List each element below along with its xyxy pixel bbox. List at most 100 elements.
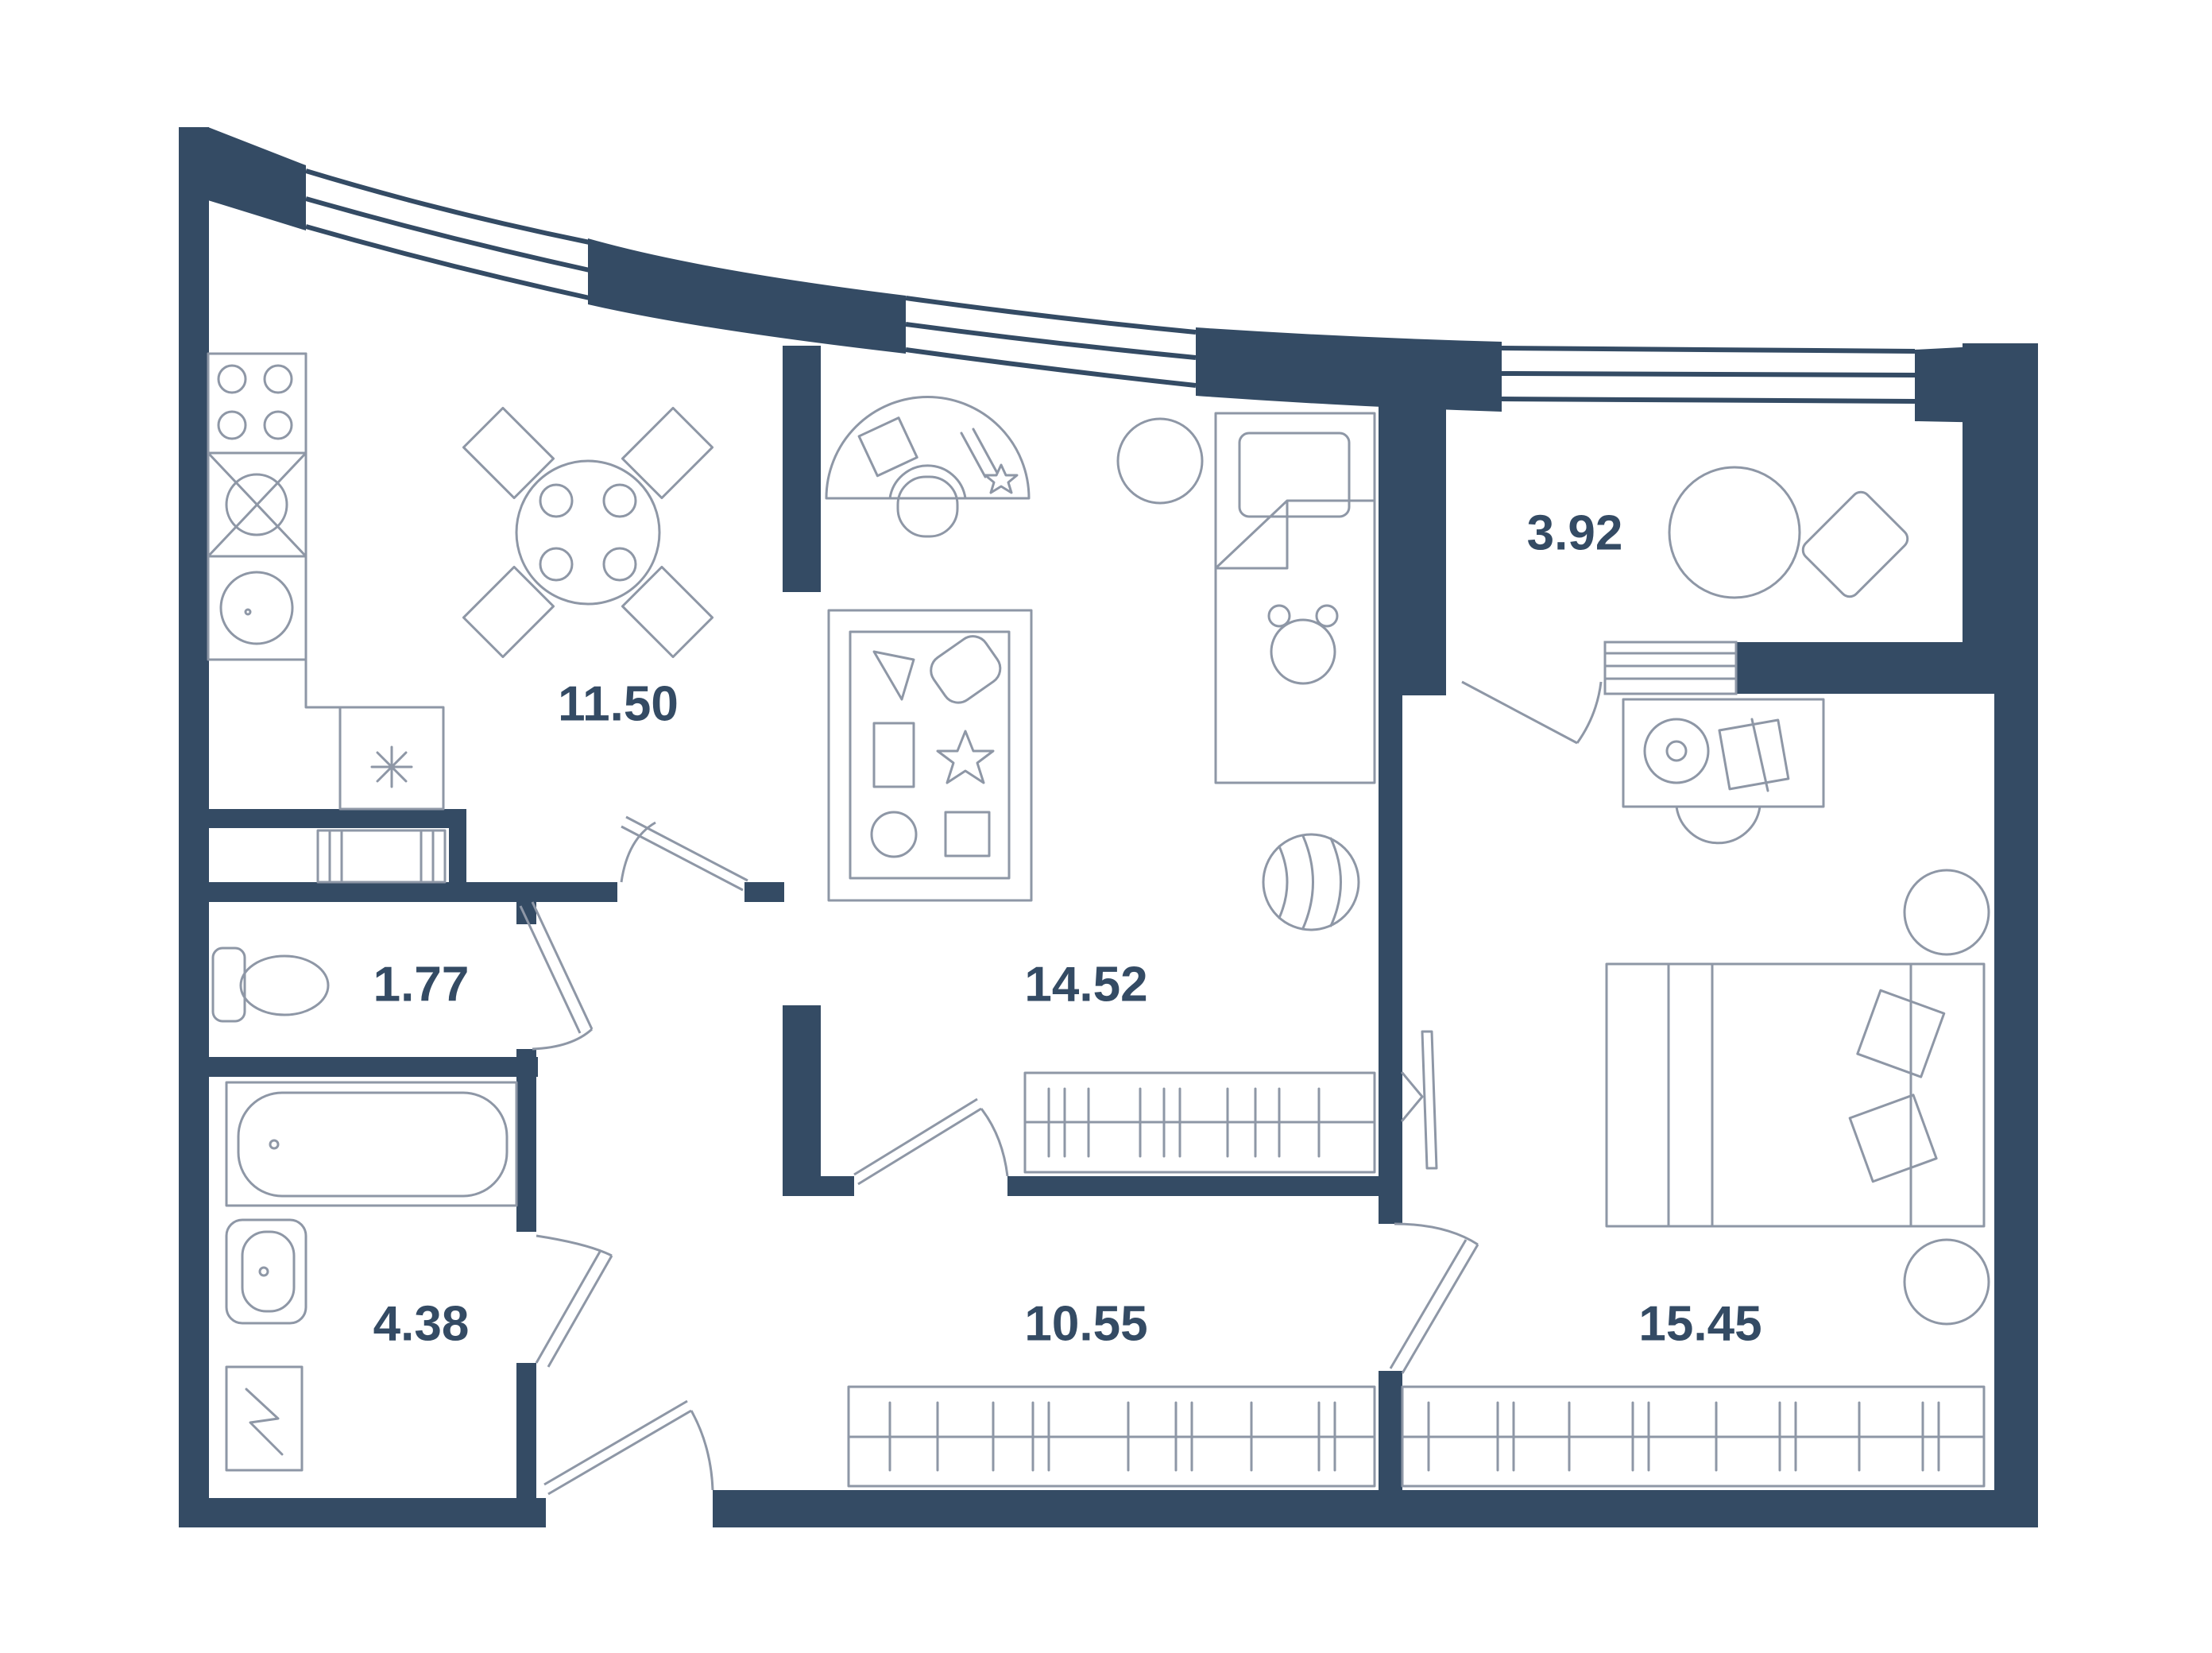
- kids-desk: [825, 396, 1031, 538]
- teddy-bear-ear-left: [1267, 604, 1291, 628]
- play-mat-inner: [849, 630, 1011, 880]
- area-label-balcony: 3.92: [1527, 505, 1623, 560]
- chair-3: [462, 565, 555, 659]
- walls: [179, 127, 2038, 1527]
- radiator-lines: [328, 829, 435, 884]
- area-label-kitchen: 11.50: [558, 676, 679, 731]
- door-bathroom-swing: [536, 1234, 613, 1257]
- washing-machine: [225, 1365, 304, 1472]
- wall-kids-bedroom-lower: [1379, 1371, 1402, 1526]
- door-kids-swing: [980, 1108, 1009, 1177]
- outer-left-wall: [179, 127, 209, 1527]
- rect-icon: [872, 722, 915, 788]
- kids-desk-inner: [888, 464, 967, 500]
- toilet: [211, 947, 330, 1023]
- door-balcony-frame: [1603, 641, 1738, 695]
- toilet-tank: [211, 947, 246, 1023]
- sink-drain: [244, 608, 252, 616]
- outer-bottom-wall-right: [713, 1490, 2038, 1527]
- door-balcony: [1461, 641, 1738, 745]
- wall-kids-bottom-right: [1007, 1176, 1397, 1196]
- door-kids: [853, 1097, 1009, 1186]
- bedroom-tv: [1401, 1030, 1438, 1170]
- washbasin-inner: [241, 1230, 296, 1313]
- bedroom-pouf-top: [1903, 869, 1990, 956]
- window-kids: [905, 296, 1197, 388]
- door-entrance-swing: [690, 1410, 714, 1491]
- oven-circle: [225, 473, 288, 536]
- door-kitchen: [620, 815, 748, 892]
- kids-bed-pillow: [1238, 432, 1351, 518]
- burner-1-icon: [217, 364, 247, 394]
- window-balcony: [1501, 346, 1916, 404]
- wall-balcony-right: [1963, 343, 2038, 693]
- kids-bed: [1214, 412, 1376, 784]
- windows: [305, 168, 1916, 404]
- washbasin: [225, 1218, 307, 1325]
- desk-paper-1: [1718, 718, 1790, 791]
- window-balcony-pane-1: [1501, 346, 1916, 354]
- window-kids-pane-3: [905, 347, 1197, 388]
- kids-desk-semicircle: [825, 396, 1031, 500]
- kids-play-mat: [827, 609, 1033, 902]
- play-mat-outer: [827, 609, 1033, 902]
- balcony-table: [1668, 466, 1801, 599]
- dining-table-top: [515, 459, 661, 606]
- doors: [519, 641, 1738, 1496]
- door-bathroom: [535, 1234, 613, 1368]
- tv-screen: [1421, 1030, 1438, 1170]
- area-label-toilet: 1.77: [373, 957, 470, 1012]
- bed-pillow-1: [1856, 989, 1946, 1078]
- bathtub-drain: [269, 1139, 280, 1150]
- ball-stripes: [1278, 834, 1342, 930]
- window-kitchen: [305, 168, 590, 300]
- wall-kitchen-kids: [783, 346, 821, 592]
- toilet-bowl: [239, 954, 330, 1016]
- chair-2: [621, 406, 714, 500]
- door-toilet-leaf: [519, 901, 594, 1034]
- area-label-bathroom: 4.38: [373, 1296, 470, 1351]
- teddy-bear-ear-right: [1315, 604, 1339, 628]
- door-bathroom-leaf: [535, 1251, 613, 1368]
- desk-stylus: [1750, 718, 1769, 792]
- kids-ball: [1262, 833, 1360, 931]
- star-shape-icon: [936, 730, 995, 784]
- plate-3-icon: [539, 547, 574, 582]
- circle-shape-icon: [870, 811, 918, 858]
- balcony-armchair: [1801, 490, 1909, 598]
- kitchen-counter: [207, 352, 447, 884]
- wall-kids-stub: [744, 882, 784, 902]
- wall-kitchen-shelf: [208, 809, 466, 828]
- door-kitchen-leaf: [621, 815, 748, 892]
- washer-box: [225, 1365, 304, 1472]
- kids-desk-book-1: [857, 416, 918, 478]
- window-kitchen-pane-1: [305, 168, 590, 245]
- wall-kids-bottom-left: [783, 1176, 854, 1196]
- door-balcony-leaf: [1461, 680, 1578, 745]
- desk-chair: [1675, 805, 1761, 845]
- door-entrance-leaf: [543, 1399, 692, 1496]
- triangle-icon: [872, 650, 915, 701]
- plate-2-icon: [602, 483, 637, 518]
- kids-wardrobe: [1023, 1071, 1376, 1174]
- door-bedroom-swing: [1394, 1222, 1479, 1246]
- bed-pillow-2: [1848, 1094, 1938, 1183]
- door-bedroom: [1389, 1222, 1479, 1374]
- wall-kitchen-bottom: [208, 882, 617, 902]
- room-labels: 11.50 14.52 3.92 1.77 4.38 10.55 15.45: [373, 505, 1762, 1351]
- top-wall-segment-1: [208, 127, 306, 230]
- outer-right-wall: [1994, 691, 2038, 1527]
- door-balcony-swing: [1576, 681, 1603, 744]
- door-entrance: [543, 1399, 714, 1496]
- radiator: [316, 829, 447, 884]
- bedroom-desk-top: [1622, 698, 1825, 808]
- door-kitchen-swing: [620, 821, 656, 883]
- rounded-rect-icon: [930, 635, 1002, 704]
- wall-balcony-column: [1402, 397, 1446, 695]
- sink-icon: [219, 571, 294, 645]
- wall-bathroom-right-top: [516, 1049, 536, 1232]
- area-label-hallway: 10.55: [1024, 1296, 1147, 1351]
- square-shape-icon: [944, 811, 991, 857]
- area-label-bedroom: 15.45: [1638, 1296, 1761, 1351]
